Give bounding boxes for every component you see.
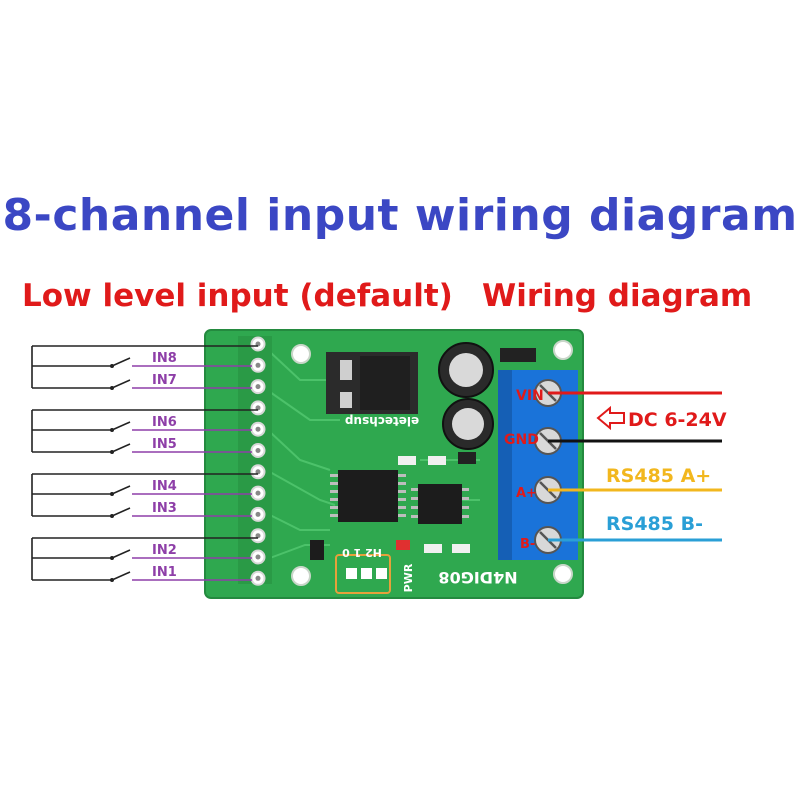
dip-label: H2 1 0 <box>342 546 382 559</box>
switch-contact <box>110 428 114 432</box>
input-pin-hole <box>255 384 261 390</box>
input-pin-hole <box>255 362 261 368</box>
regulator-body <box>360 356 410 410</box>
switch-contact <box>110 364 114 368</box>
regulator-pin <box>340 392 352 408</box>
terminal-gnd-label: GND <box>504 432 539 448</box>
mounting-hole <box>291 566 311 586</box>
board-model: N4DIG08 <box>438 568 517 587</box>
input-label: IN7 <box>152 373 177 388</box>
switch-contact <box>110 556 114 560</box>
mounting-hole <box>291 344 311 364</box>
dip-pad <box>361 568 372 579</box>
capacitor-top <box>452 408 484 440</box>
switch-icon <box>111 379 131 389</box>
diagram-title: 8-channel input wiring diagram <box>2 190 798 241</box>
switch-contact <box>110 514 114 518</box>
input-pin-hole <box>255 490 261 496</box>
switch-icon <box>111 443 131 453</box>
terminal-b-label: B- <box>520 537 535 552</box>
input-pin-hole <box>255 448 261 453</box>
dip-switch-outline <box>335 554 391 594</box>
power-label: DC 6-24V <box>628 409 727 431</box>
switch-icon <box>111 485 131 495</box>
switch-contact <box>110 450 114 454</box>
terminal-vin-label: VIN <box>516 388 544 404</box>
input-label: IN2 <box>152 543 177 558</box>
switch-icon <box>111 507 131 517</box>
mounting-hole <box>553 564 573 584</box>
rs485-ic-pins <box>411 488 469 518</box>
regulator-pin <box>340 360 352 380</box>
input-label: IN1 <box>152 565 177 580</box>
switch-icon <box>111 421 131 431</box>
input-label: IN5 <box>152 437 177 452</box>
pcb-board <box>204 329 584 599</box>
dip-pad <box>376 568 387 579</box>
subtitle-wiring: Wiring diagram <box>482 278 753 314</box>
switch-contact <box>110 386 114 390</box>
input-pin-header <box>238 336 272 584</box>
input-pin-hole <box>255 575 261 581</box>
smd-components <box>310 348 536 560</box>
capacitor-top <box>449 353 483 387</box>
mounting-hole <box>553 340 573 360</box>
input-pin-hole <box>255 533 261 539</box>
input-label: IN6 <box>152 415 177 430</box>
board-brand: eletechsup <box>344 414 419 428</box>
rs485-b-label: RS485 B- <box>606 513 703 535</box>
ic-pins <box>330 474 406 517</box>
switch-icon <box>111 357 131 367</box>
switch-icon <box>111 549 131 559</box>
terminal-a-label: A+ <box>516 486 537 501</box>
rs485-a-label: RS485 A+ <box>606 465 711 487</box>
input-pin-hole <box>255 554 261 560</box>
main-ic <box>338 470 398 522</box>
switch-contact <box>110 492 114 496</box>
input-pin-hole <box>255 405 261 411</box>
input-pin-hole <box>255 426 261 432</box>
input-label: IN3 <box>152 501 177 516</box>
switch-icon <box>111 571 131 581</box>
subtitle-low-level: Low level input (default) <box>22 278 453 314</box>
input-pin-hole <box>255 511 261 517</box>
pwr-label: PWR <box>402 563 415 592</box>
switch-contact <box>110 578 114 582</box>
input-label: IN4 <box>152 479 177 494</box>
terminal-block-side <box>498 370 512 560</box>
arrow-left-icon <box>596 405 625 431</box>
input-label: IN8 <box>152 351 177 366</box>
input-pin-hole <box>255 469 261 475</box>
rs485-ic <box>418 484 462 524</box>
input-pins <box>250 336 266 586</box>
dip-pad <box>346 568 357 579</box>
